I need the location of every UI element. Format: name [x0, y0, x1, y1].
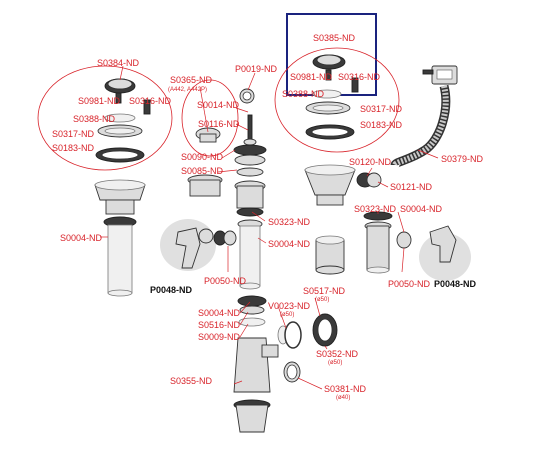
label-s0004-bottom: S0004-ND [198, 308, 241, 318]
right-strainer-group-ring [274, 47, 400, 153]
label-p0050-right: P0050-ND [388, 279, 431, 289]
label-s0384: S0384-ND [97, 58, 140, 68]
center-cap-group-ring [181, 79, 239, 157]
bottle-trap-assembly [233, 295, 338, 433]
label-s0981-right: S0981-ND [290, 72, 333, 82]
label-s0085: S0085-ND [181, 166, 224, 176]
label-s0014: S0014-ND [197, 100, 240, 110]
right-trap-assembly [363, 211, 471, 281]
label-s0004-center: S0004-ND [268, 239, 311, 249]
left-strainer-group-ring [37, 65, 173, 171]
label-s0317-right: S0317-ND [360, 104, 403, 114]
label-s0116: S0116-ND [198, 119, 240, 129]
label-v0023-sub: (ø50) [280, 312, 294, 318]
label-v0023: V0023-ND [268, 301, 311, 311]
label-s0388-left: S0388-ND [73, 114, 116, 124]
label-s0004-right: S0004-ND [400, 204, 443, 214]
label-s0183-left: S0183-ND [52, 143, 95, 153]
label-p0019: P0019-ND [235, 64, 278, 74]
part-labels: S0385-ND S0384-ND S0365-ND (A442, A442P)… [52, 33, 484, 401]
overflow-hose [390, 65, 458, 168]
label-s0120: S0120-ND [349, 157, 392, 167]
label-s0183-right: S0183-ND [360, 120, 403, 130]
label-s0379: S0379-ND [441, 154, 484, 164]
label-s0981-left: S0981-ND [78, 96, 121, 106]
label-s0317-left: S0317-ND [52, 129, 95, 139]
right-strainer-assembly [304, 54, 382, 275]
label-s0365: S0365-ND [170, 75, 213, 85]
label-s0121: S0121-ND [390, 182, 433, 192]
left-strainer-assembly [94, 78, 151, 297]
label-s0517: S0517-ND [303, 286, 346, 296]
label-s0381: S0381-ND [324, 384, 367, 394]
label-s0352-sub: (ø50) [328, 360, 342, 366]
label-s0090: S0090-ND [181, 152, 224, 162]
leader-lines [100, 65, 439, 390]
label-p0048-right: P0048-ND [434, 279, 477, 289]
label-s0316-right: S0316-ND [338, 72, 381, 82]
label-s0009: S0009-ND [198, 332, 241, 342]
highlight-box [286, 13, 377, 96]
label-s0381-sub: (ø40) [336, 395, 350, 401]
center-cap-assembly [187, 88, 267, 290]
label-s0316-left: S0316-ND [129, 96, 172, 106]
label-s0352: S0352-ND [316, 349, 359, 359]
label-s0323-right: S0323-ND [354, 204, 397, 214]
label-s0388-right: S0388-ND [282, 89, 325, 99]
label-s0517-sub: (ø50) [315, 297, 329, 303]
label-s0365-sub: (A442, A442P) [168, 87, 207, 93]
label-p0048-left: P0048-ND [150, 285, 193, 295]
label-p0050-left: P0050-ND [204, 276, 247, 286]
left-elbow-assembly [160, 219, 237, 271]
label-s0355: S0355-ND [170, 376, 213, 386]
label-s0516: S0516-ND [198, 320, 241, 330]
label-s0385: S0385-ND [313, 33, 356, 43]
label-s0323-center: S0323-ND [268, 217, 311, 227]
label-s0004-left: S0004-ND [60, 233, 103, 243]
